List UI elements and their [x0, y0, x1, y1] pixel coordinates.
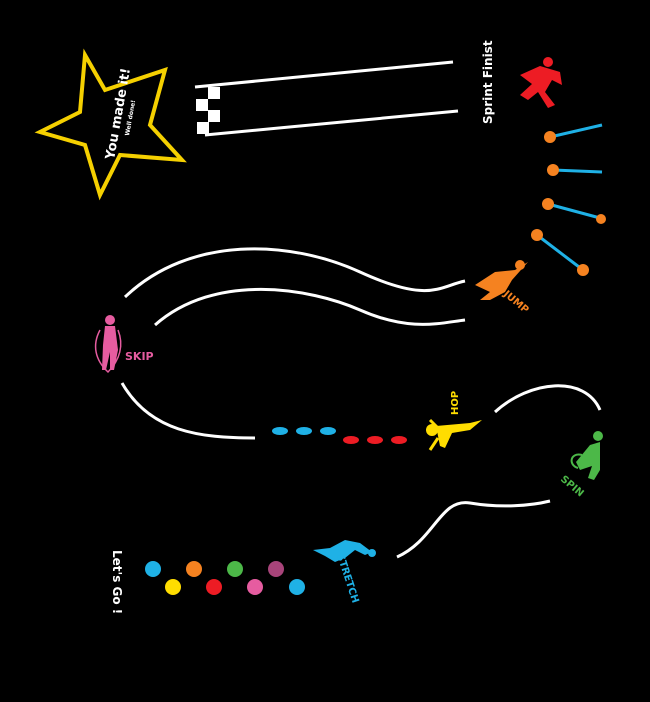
stretching-figure-icon	[313, 540, 376, 562]
stretch-label: STRETCH	[334, 553, 360, 605]
finish-star: You made it! Well done!	[34, 48, 187, 201]
skip-label: SKIP	[125, 350, 154, 363]
sprint-track: Sprint Finist	[194, 40, 495, 137]
ladder	[536, 123, 603, 272]
checkered-flag-icon	[196, 87, 220, 134]
track-curves	[120, 247, 602, 559]
spin-label: SPIN	[558, 474, 585, 500]
skipping-figure-icon	[94, 315, 122, 374]
start-dots	[145, 561, 305, 595]
dot	[186, 561, 202, 577]
hopping-figure-icon	[426, 418, 482, 451]
spinning-figure-icon	[570, 431, 603, 480]
dot	[247, 579, 263, 595]
dot	[206, 579, 222, 595]
dot	[145, 561, 161, 577]
runner-icon	[520, 57, 562, 108]
start-label: Let's Go !	[110, 550, 124, 614]
footprints-icon	[272, 427, 407, 444]
hop-label: HOP	[450, 391, 461, 415]
jump-figure-icon	[475, 260, 528, 300]
dot	[165, 579, 181, 595]
dot	[289, 579, 305, 595]
ladder-dots	[531, 131, 606, 276]
sprint-label: Sprint Finist	[481, 40, 495, 124]
star-icon	[34, 48, 187, 201]
jump-label: JUMP	[500, 288, 530, 316]
dot	[227, 561, 243, 577]
dot	[268, 561, 284, 577]
